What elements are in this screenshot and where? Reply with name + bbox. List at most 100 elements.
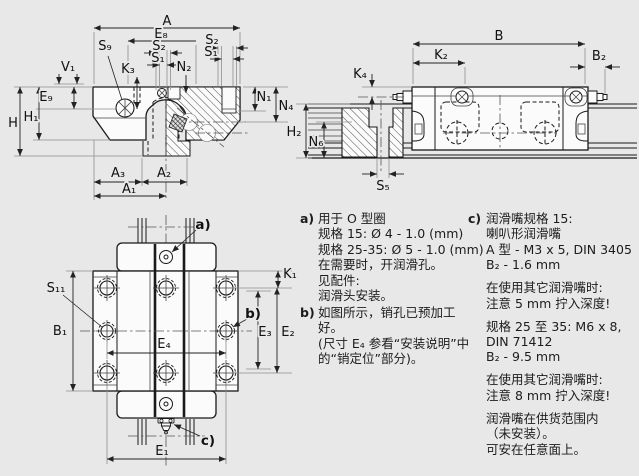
note-line: （未安装）。 <box>486 426 555 442</box>
end-cap-hole-bottom <box>159 397 173 411</box>
dim-label-K3: K₃ <box>121 62 135 77</box>
note-a: a) 用于 O 型圈 规格 15: Ø 4 - 1.0 (mm) 规格 25-3… <box>300 211 484 303</box>
dim-label-A: A <box>163 14 172 29</box>
dim-label-A3: A₃ <box>111 166 125 181</box>
dim-label-S5: S₅ <box>376 179 389 194</box>
plan-view: K₁ S₁₁ B₁ E₃ E₂ E₄ E₁ a) b) c) <box>45 215 299 468</box>
dim-label-S9: S₉ <box>98 39 111 54</box>
note-line: 用于 O 型圈 <box>318 211 386 226</box>
note-line: 润滑嘴在供货范围内 <box>486 410 599 426</box>
circuit-centerlines <box>443 95 557 150</box>
dim-label-A1: A₁ <box>122 182 136 197</box>
note-line: 喇叭形润滑嘴 <box>486 226 562 242</box>
note-paragraph: 在使用其它润滑嘴时: 注意 5 mm 拧入深度! <box>486 280 632 311</box>
extension-lines <box>14 32 288 200</box>
hole <box>153 275 179 301</box>
lube-screw-icon <box>115 98 135 118</box>
dim-label-H: H <box>8 116 18 131</box>
rail-bolt-section <box>341 100 404 172</box>
end-cap-joints <box>434 87 564 150</box>
end-seals <box>411 110 589 142</box>
note-line: 规格 15: Ø 4 - 1.0 (mm) <box>318 226 464 242</box>
note-paragraph: 规格 25 至 35: M6 x 8, DIN 71412 B₂ - 9.5 m… <box>486 319 632 365</box>
note-line: B₂ - 9.5 mm <box>486 349 561 365</box>
pin-hole <box>215 320 237 342</box>
dim-label-A2: A₂ <box>157 166 171 181</box>
dim-label-S1: S₁ <box>151 51 164 66</box>
dim-label-E4: E₄ <box>157 337 170 352</box>
grease-nipple-plan <box>157 418 175 435</box>
lube-port-notch <box>167 86 181 100</box>
note-line: DIN 71412 <box>486 334 553 350</box>
note-c-body: 润滑嘴规格 15: 喇叭形润滑嘴 A 型 - M3 x 5, DIN 3405 … <box>486 211 632 457</box>
cross-section-view: A E₈ S₂ S₁ S₂ S₁ S₉ K₃ N₂ V₁ E₉ H H₁ N₁ … <box>6 12 295 200</box>
dim-label-N4: N₄ <box>279 99 294 114</box>
note-line: 润滑嘴规格 15: <box>486 211 573 226</box>
note-line: 如图所示，销孔已预加工 <box>318 305 456 320</box>
dim-label-B2: B₂ <box>592 49 606 64</box>
dim-label-H1: H₁ <box>24 110 39 125</box>
note-line: A 型 - M3 x 5, DIN 3405 <box>486 241 632 257</box>
ball-contact-zone <box>168 113 188 133</box>
dim-label-S1b: S₁ <box>204 45 217 60</box>
note-line: B₂ - 1.6 mm <box>486 257 561 273</box>
note-line: 在使用其它润滑嘴时: <box>486 372 603 388</box>
note-a-body: 用于 O 型圈 规格 15: Ø 4 - 1.0 (mm) 规格 25-35: … <box>318 211 484 303</box>
note-line: (尺寸 E₄ 参看“安装说明”中 <box>318 335 470 351</box>
dim-label-S11: S₁₁ <box>47 281 66 296</box>
rail-edges-under-carriage <box>153 244 186 417</box>
dim-label-N6: N₆ <box>309 135 324 150</box>
dim-label-E9: E₉ <box>39 90 52 105</box>
dim-label-K4: K₄ <box>353 67 367 82</box>
note-paragraph: 润滑嘴规格 15: 喇叭形润滑嘴 A 型 - M3 x 5, DIN 3405 … <box>486 211 632 273</box>
note-b-body: 如图所示，销孔已预加工 好。 (尺寸 E₄ 参看“安装说明”中 的“销定位”部分… <box>318 305 469 367</box>
dimension-lines <box>17 25 279 199</box>
dim-label-B: B <box>495 29 504 44</box>
callout-b-label: b) <box>245 306 261 322</box>
dimension-lines-plan <box>62 229 281 462</box>
dim-label-E1: E₁ <box>155 444 168 459</box>
dim-label-K1: K₁ <box>283 267 297 282</box>
note-line: 可安在任意面上。 <box>486 441 587 457</box>
side-view: B K₂ B₂ K₄ H₂ N₆ S₅ <box>285 27 637 196</box>
callout-a-label: a) <box>195 217 210 233</box>
dim-label-K2: K₂ <box>434 48 448 63</box>
top-lube-ports <box>450 87 588 107</box>
note-line: 润滑头安装。 <box>318 288 394 304</box>
note-b-tag: b) <box>300 305 315 320</box>
note-line: 注意 8 mm 拧入深度! <box>486 387 611 403</box>
hole <box>94 360 120 386</box>
note-paragraph: 在使用其它润滑嘴时: 注意 8 mm 拧入深度! <box>486 372 632 403</box>
hole <box>94 275 120 301</box>
note-line: 规格 25-35: Ø 5 - 1.0 (mm) <box>318 241 484 257</box>
dim-label-N1: N₁ <box>257 90 272 105</box>
note-line: 的“销定位”部分)。 <box>318 351 424 367</box>
dim-label-V1: V₁ <box>61 60 75 75</box>
note-paragraph: 润滑嘴在供货范围内 （未安装）。 可安在任意面上。 <box>486 411 632 457</box>
note-line: 在使用其它润滑嘴时: <box>486 280 603 296</box>
dim-label-S2b: S₂ <box>205 33 218 48</box>
note-c: c) 润滑嘴规格 15: 喇叭形润滑嘴 A 型 - M3 x 5, DIN 34… <box>468 211 632 457</box>
dim-label-N2: N₂ <box>177 60 192 75</box>
note-line: 规格 25 至 35: M6 x 8, <box>486 318 622 334</box>
dim-label-E3: E₃ <box>258 325 271 340</box>
dim-label-B1: B₁ <box>53 324 67 339</box>
grease-nipple-right <box>587 90 608 104</box>
lube-port-icon <box>157 88 167 98</box>
dim-label-E8: E₈ <box>154 27 167 42</box>
note-line: 在需要时，开润滑孔。 <box>318 257 444 273</box>
end-cap-hole-top <box>159 250 173 264</box>
dim-label-H2: H₂ <box>287 125 302 140</box>
mounting-holes <box>94 275 239 386</box>
note-line: 注意 5 mm 拧入深度! <box>486 295 611 311</box>
dimension-lines-side <box>303 41 620 177</box>
note-c-tag: c) <box>468 211 482 226</box>
note-line: 见配件: <box>318 272 360 288</box>
note-b: b) 如图所示，销孔已预加工 好。 (尺寸 E₄ 参看“安装说明”中 的“销定位… <box>300 305 469 367</box>
dim-label-E2: E₂ <box>281 325 294 340</box>
note-a-tag: a) <box>300 211 315 226</box>
note-line: 好。 <box>318 320 344 336</box>
rail-plan-edges <box>137 218 195 445</box>
